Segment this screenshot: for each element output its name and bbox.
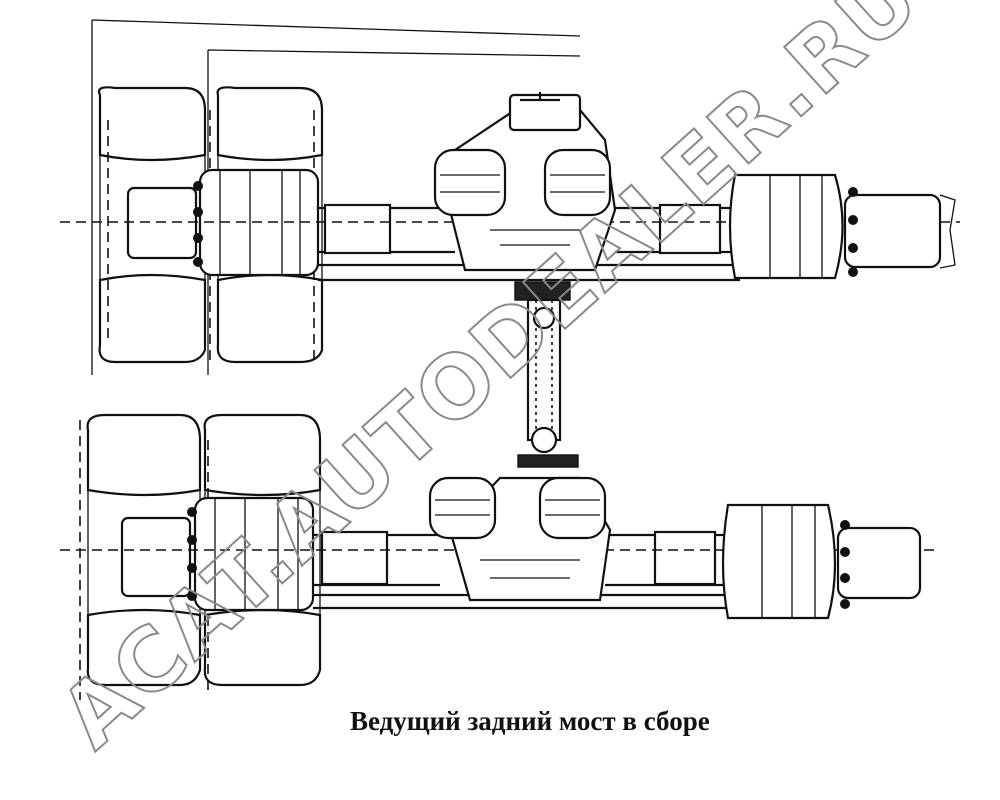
lower-differential <box>428 476 612 602</box>
upper-right-hub <box>728 173 956 280</box>
upper-differential <box>433 92 617 301</box>
lower-left-hub <box>120 496 315 612</box>
lower-axle <box>60 413 940 700</box>
lower-left-dual-wheels <box>79 413 322 700</box>
drawing-caption: Ведущий задний мост в сборе <box>350 706 710 736</box>
lower-right-hub <box>721 503 922 620</box>
upper-axle <box>60 19 960 375</box>
propeller-shaft <box>517 298 579 468</box>
